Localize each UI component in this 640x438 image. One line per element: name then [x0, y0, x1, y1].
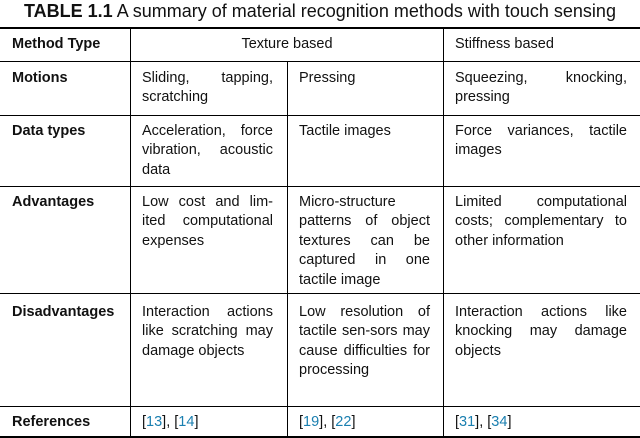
- table-caption: TABLE 1.1 A summary of material recognit…: [0, 0, 640, 24]
- table-caption-text: A summary of material recognition method…: [116, 1, 616, 21]
- bracket: [: [142, 414, 147, 430]
- header-stiffness-based: Stiffness based: [455, 36, 554, 52]
- bracket-separator: ], [: [319, 414, 336, 430]
- header-rule: [0, 61, 640, 62]
- cell-data-types-texture-1: Acceleration, force vibration, acoustic …: [142, 123, 273, 178]
- citation-link[interactable]: 31: [459, 414, 476, 430]
- cell-data-types-texture-2: Tactile images: [299, 123, 391, 139]
- cell-advantages-texture-1: Low cost and lim-ited computational expe…: [142, 194, 273, 249]
- bracket: ]: [194, 414, 199, 430]
- cell-references-texture-1: [13], [14]: [142, 413, 273, 432]
- header-method-type: Method Type: [12, 36, 101, 52]
- row-label-references: References: [12, 414, 91, 430]
- row-rule-3: [0, 293, 640, 294]
- citation-link[interactable]: 22: [335, 414, 352, 430]
- bracket: [: [299, 414, 304, 430]
- cell-references-texture-2: [19], [22]: [299, 413, 430, 432]
- bracket: [: [455, 414, 460, 430]
- cell-motions-stiffness: Squeezing, knocking, pressing: [455, 70, 627, 106]
- cell-disadvantages-texture-2: Low resolution of tactile sen-sors may c…: [299, 304, 430, 379]
- col-divider-1: [130, 27, 131, 438]
- bracket-separator: ], [: [162, 414, 179, 430]
- bracket: ]: [507, 414, 512, 430]
- bracket-separator: ], [: [475, 414, 492, 430]
- row-rule-1: [0, 115, 640, 116]
- cell-advantages-stiffness: Limited computational costs; complementa…: [455, 194, 627, 249]
- top-rule: [0, 27, 640, 29]
- cell-references-stiffness: [31], [34]: [455, 413, 627, 432]
- row-rule-2: [0, 186, 640, 187]
- cell-motions-texture-2: Pressing: [299, 70, 356, 86]
- citation-link[interactable]: 14: [178, 414, 195, 430]
- row-label-data-types: Data types: [12, 123, 86, 139]
- citation-link[interactable]: 19: [303, 414, 320, 430]
- citation-link[interactable]: 13: [146, 414, 163, 430]
- row-label-disadvantages: Disadvantages: [12, 304, 115, 320]
- row-label-motions: Motions: [12, 70, 68, 86]
- cell-advantages-texture-2: Micro-structure patterns of object textu…: [299, 194, 430, 288]
- cell-disadvantages-stiffness: Interaction actions like knocking may da…: [455, 304, 627, 359]
- row-rule-4: [0, 406, 640, 407]
- header-texture-based: Texture based: [241, 36, 333, 52]
- citation-link[interactable]: 34: [491, 414, 508, 430]
- table-caption-label: TABLE 1.1: [24, 1, 113, 21]
- bracket: ]: [351, 414, 356, 430]
- cell-motions-texture-1: Sliding, tapping, scratching: [142, 70, 273, 106]
- bottom-rule: [0, 436, 640, 438]
- cell-data-types-stiffness: Force variances, tactile images: [455, 123, 627, 159]
- row-label-advantages: Advantages: [12, 194, 95, 210]
- col-divider-3: [443, 27, 444, 438]
- col-divider-2: [287, 61, 288, 438]
- cell-disadvantages-texture-1: Interaction actions like scratching may …: [142, 304, 273, 359]
